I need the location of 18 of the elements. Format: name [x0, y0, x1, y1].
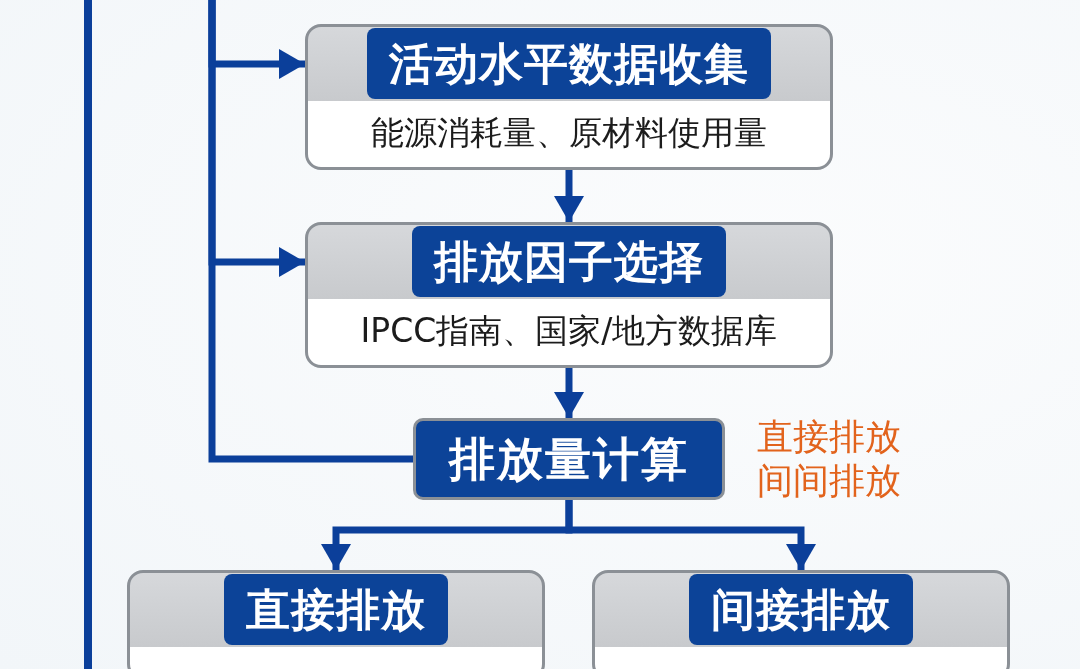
process-card [305, 24, 833, 170]
connector-line [208, 0, 413, 463]
process-card [592, 570, 1010, 669]
card-title: 排放因子选择 [412, 226, 726, 297]
card-title: 直接排放 [224, 574, 448, 645]
side-note: 间间排放 [757, 459, 901, 503]
process-card [127, 570, 545, 669]
step-title: 排放量计算 [449, 431, 689, 487]
arrow [554, 170, 584, 222]
arrow [554, 368, 584, 418]
process-box [413, 418, 725, 500]
card-description: 能源消耗量、原材料使用量 [371, 113, 767, 153]
card-description: IPCC指南、国家/地方数据库 [360, 311, 778, 351]
arrow [565, 500, 816, 570]
card-title: 间接排放 [689, 574, 913, 645]
side-note: 直接排放 [757, 415, 901, 459]
process-card [305, 222, 833, 368]
card-title: 活动水平数据收集 [367, 28, 771, 99]
